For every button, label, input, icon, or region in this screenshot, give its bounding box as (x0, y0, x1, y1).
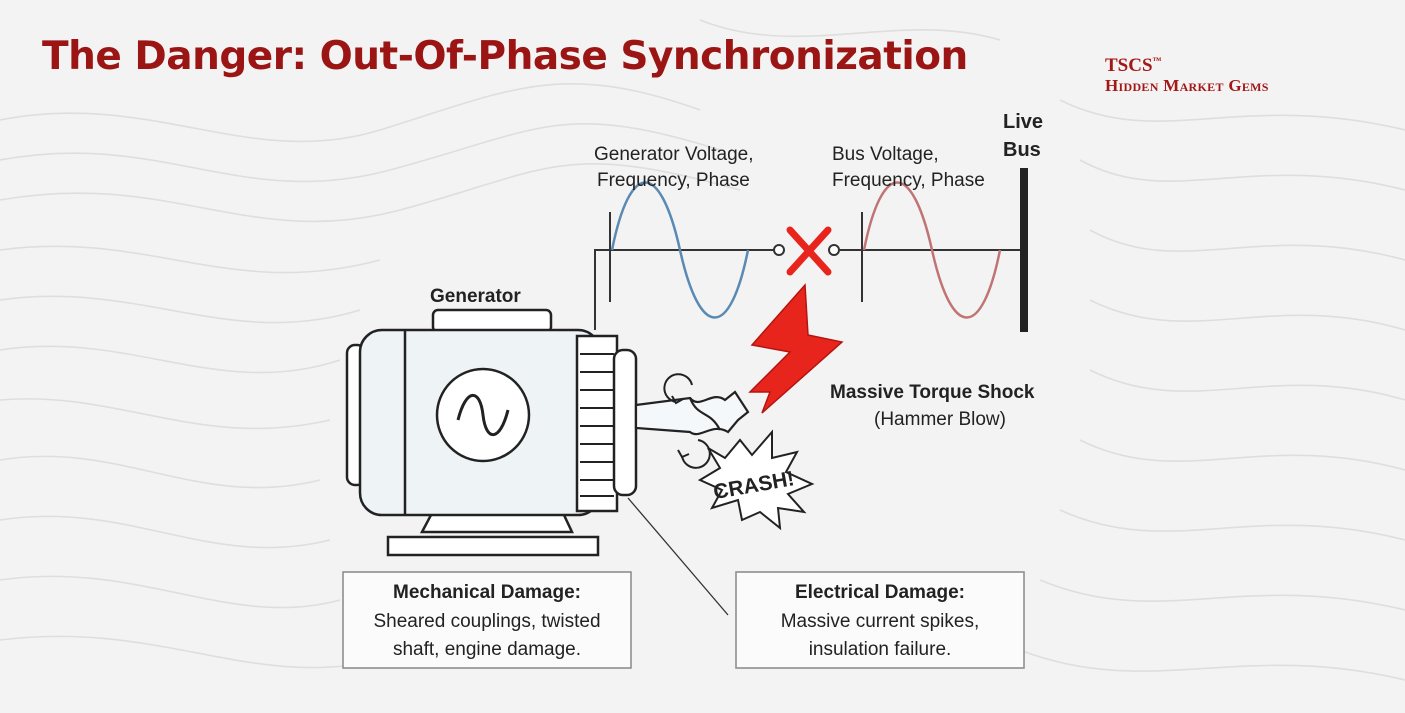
rotation-arrows (663, 373, 711, 469)
breaker-x-icon (786, 226, 832, 276)
twisted-shaft (634, 390, 750, 436)
mechanical-damage-line2: shaft, engine damage. (393, 639, 581, 660)
brand-logo: TSCS™ Hidden Market Gems (1105, 55, 1269, 96)
live-bus-label-line2: Bus (1003, 139, 1041, 161)
open-breaker-contacts (773, 244, 840, 256)
bus-wave-label-line1: Bus Voltage, (832, 144, 939, 165)
brand-tagline: Hidden Market Gems (1105, 75, 1269, 95)
generator-label: Generator (430, 286, 521, 307)
mechanical-damage-line1: Sheared couplings, twisted (373, 611, 600, 632)
crash-burst (697, 429, 815, 531)
lightning-bolt-icon (748, 283, 844, 414)
generator-machine (345, 308, 638, 557)
electrical-damage-line1: Massive current spikes, (781, 611, 980, 632)
generator-wave-label-line2: Frequency, Phase (597, 170, 750, 191)
bus-voltage-wave (862, 181, 1002, 319)
electrical-damage-title: Electrical Damage: (795, 582, 965, 603)
torque-shock-sublabel: (Hammer Blow) (874, 409, 1006, 430)
mechanical-damage-title: Mechanical Damage: (393, 582, 581, 603)
page-title: The Danger: Out-Of-Phase Synchronization (42, 34, 968, 79)
brand-name: TSCS (1105, 55, 1153, 76)
live-bus-label-line1: Live (1003, 111, 1043, 133)
generator-voltage-wave (610, 181, 750, 319)
torque-shock-label: Massive Torque Shock (830, 382, 1035, 403)
electrical-damage-line2: insulation failure. (809, 639, 952, 660)
trademark-mark: ™ (1152, 55, 1162, 66)
electrical-damage-box: Electrical Damage: Massive current spike… (735, 571, 1025, 669)
live-bus-bar (1020, 168, 1028, 332)
bus-wave-label-line2: Frequency, Phase (832, 170, 985, 191)
mechanical-damage-box: Mechanical Damage: Sheared couplings, tw… (342, 571, 632, 669)
generator-wave-label-line1: Generator Voltage, (594, 144, 754, 165)
ac-sine-icon (456, 393, 510, 437)
